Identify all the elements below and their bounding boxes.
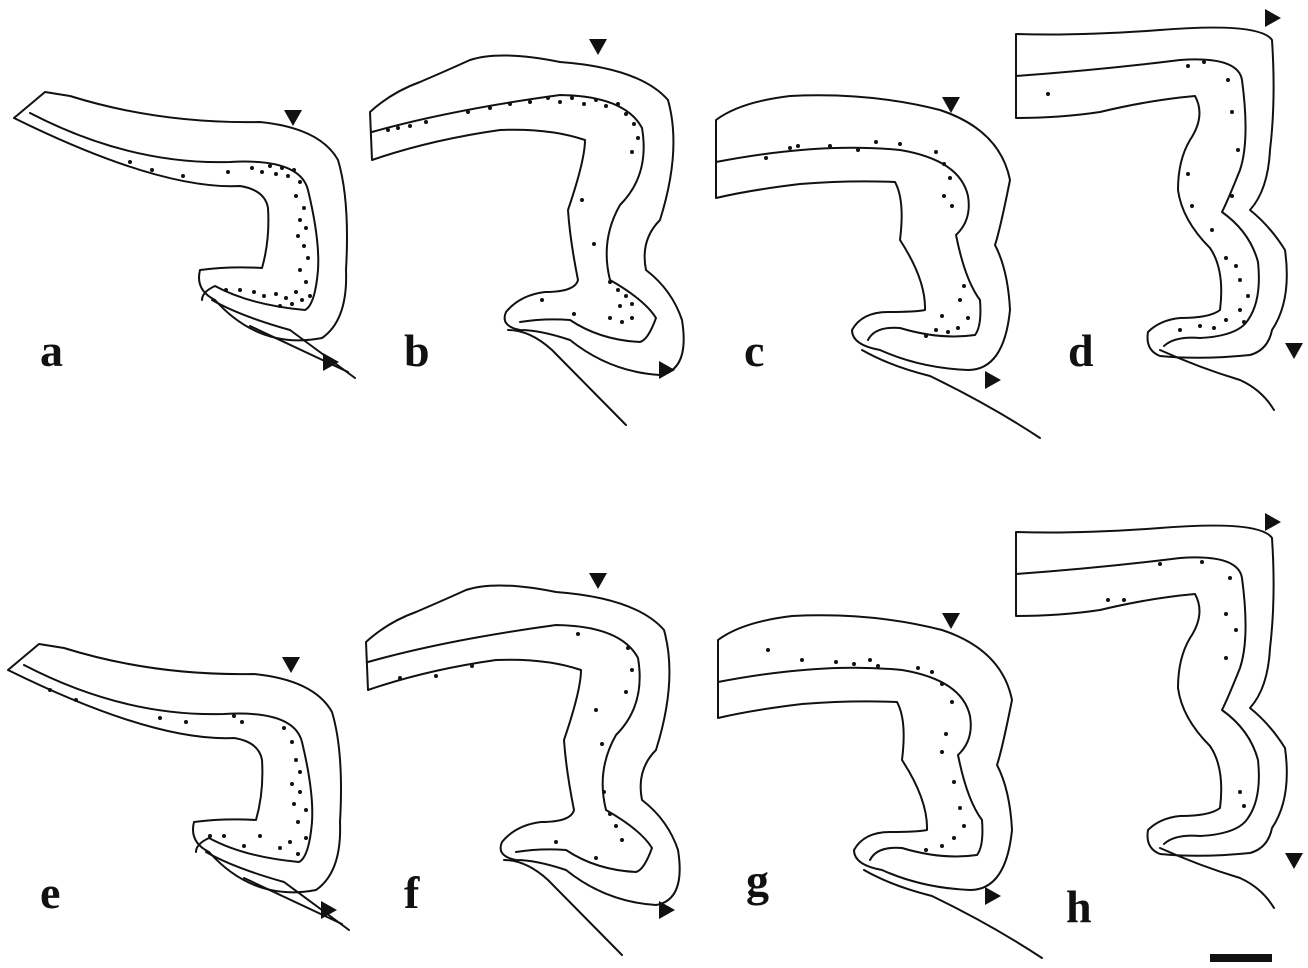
boundary-arrowhead [1265, 513, 1281, 531]
boundary-arrowhead [282, 657, 300, 673]
boundary-arrowhead [589, 573, 607, 589]
boundary-arrowhead [1265, 9, 1281, 27]
panel-b: b [370, 39, 684, 425]
boundary-arrowhead [659, 901, 675, 919]
panel-a: a [14, 92, 355, 378]
labeled-cells [1106, 560, 1246, 808]
section-outline-g [718, 615, 1042, 958]
panel-c: c [716, 95, 1040, 438]
boundary-arrowhead [659, 361, 675, 379]
boundary-arrowhead [942, 613, 960, 629]
panel-e: e [8, 644, 349, 930]
scale-bar [1210, 954, 1272, 962]
panel-g: g [718, 613, 1042, 958]
labeled-cells [764, 140, 970, 338]
labeled-cells [398, 632, 634, 860]
boundary-arrowhead [589, 39, 607, 55]
section-outline-d [1016, 28, 1287, 410]
labeled-cells [128, 160, 312, 308]
boundary-arrowhead [985, 887, 1001, 905]
boundary-arrowhead [985, 371, 1001, 389]
labeled-cells [1046, 60, 1250, 332]
panel-h: h [1016, 513, 1303, 932]
panel-label-d: d [1068, 325, 1094, 376]
panel-label-a: a [40, 325, 63, 376]
panel-label-b: b [404, 325, 430, 376]
section-outline-a [14, 92, 355, 378]
panel-label-f: f [404, 867, 420, 918]
section-outline-c [716, 95, 1040, 438]
section-outline-h [1016, 526, 1287, 908]
boundary-arrowhead [284, 110, 302, 126]
boundary-arrowhead [1285, 853, 1303, 869]
panel-f: f [366, 573, 680, 955]
panel-label-g: g [746, 855, 769, 906]
panel-label-c: c [744, 325, 764, 376]
boundary-arrowhead [1285, 343, 1303, 359]
boundary-arrowhead [323, 353, 339, 371]
panel-d: d [1016, 9, 1303, 410]
panel-label-e: e [40, 867, 60, 918]
panel-label-h: h [1066, 881, 1092, 932]
